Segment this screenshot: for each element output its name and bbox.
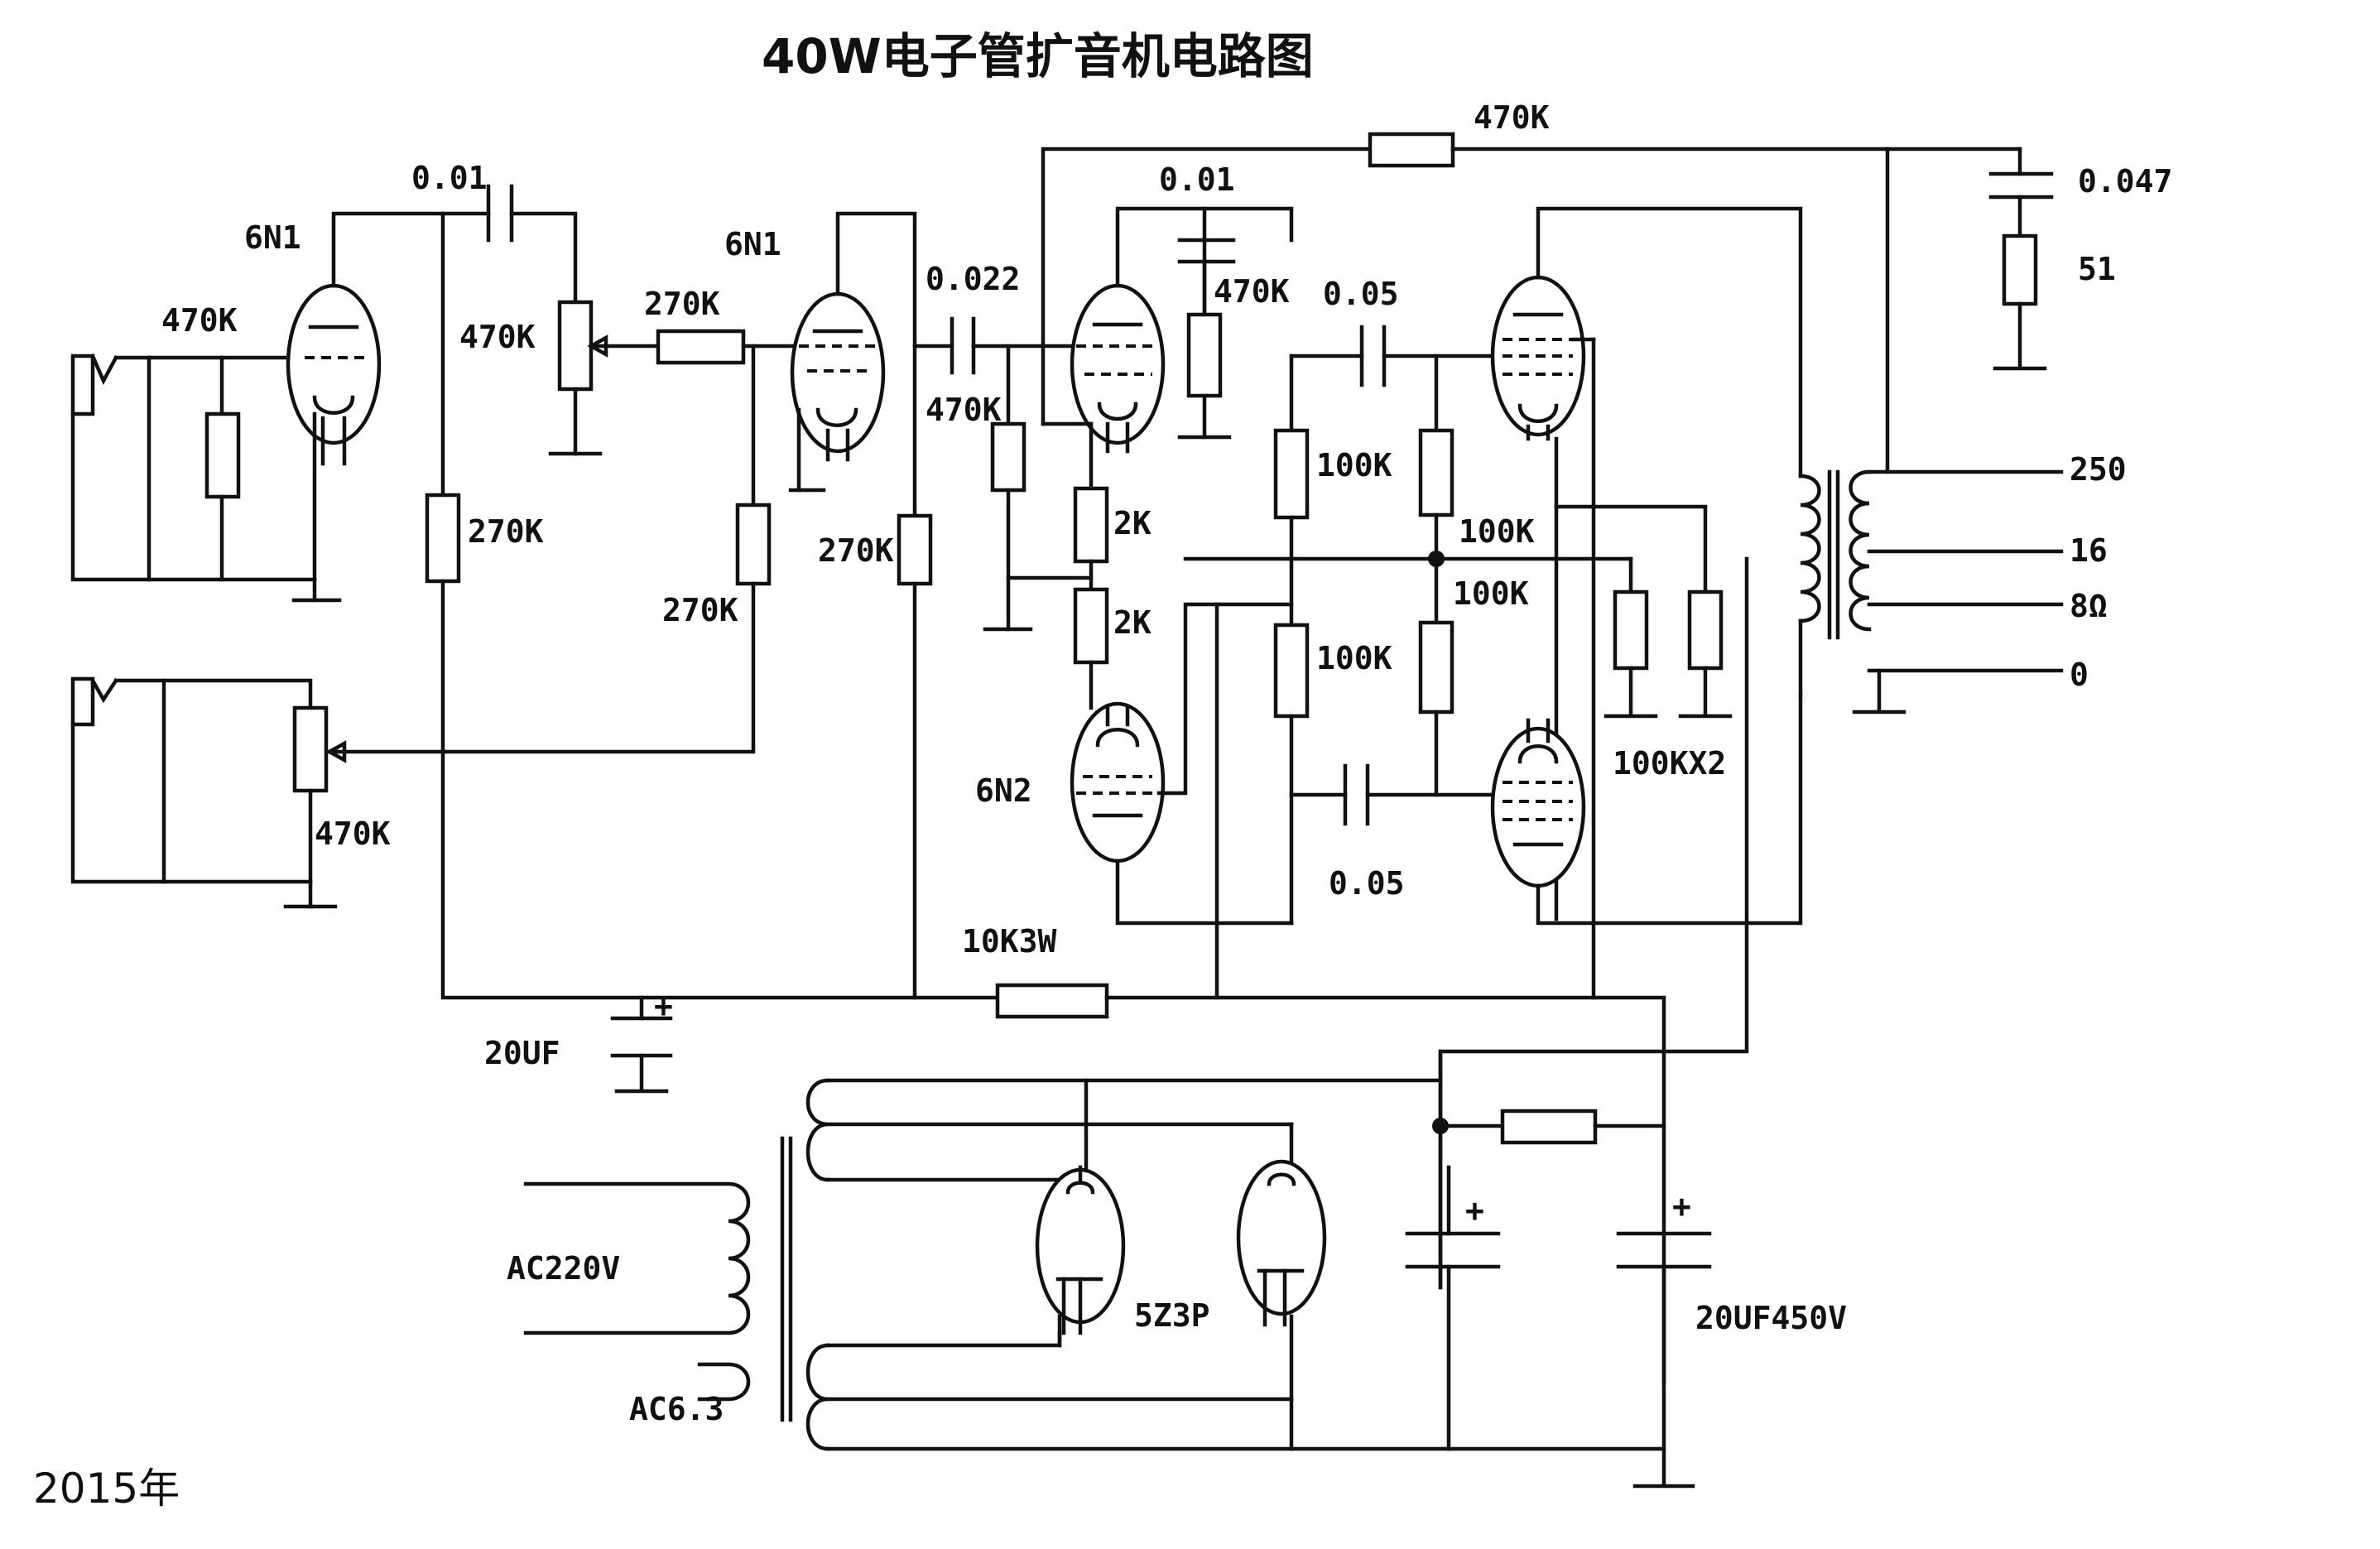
resistor-input-470k	[204, 411, 241, 499]
label-100k-b: 100K	[1316, 640, 1392, 676]
year-label: 2015年	[33, 1465, 180, 1513]
output-tube-bottom	[1490, 718, 1586, 888]
capacitor-20uf450v-a	[1405, 1231, 1501, 1269]
label-100kx2: 100KX2	[1613, 745, 1726, 782]
label-270k-a: 270K	[468, 513, 544, 550]
resistor-270k-plate-2	[897, 513, 933, 586]
label-cap-0.01-a: 0.01	[411, 160, 488, 196]
capacitor-0.047	[1988, 171, 2054, 200]
label-tube-input: 6N1	[244, 219, 301, 256]
output-tap-8ohm: 8Ω	[2070, 588, 2108, 624]
resistor-100k-x2-a	[1613, 589, 1649, 671]
label-pot2-470k: 470K	[315, 815, 391, 852]
input-jack-2	[70, 676, 119, 727]
resistor-270k-plate-1	[425, 493, 461, 584]
tube-6n1-driver	[790, 291, 886, 462]
rectifier-tube-left	[1035, 1167, 1126, 1335]
resistor-10k3w	[995, 983, 1109, 1019]
label-pot-470k: 470K	[459, 319, 536, 355]
plus-cap-a: +	[1465, 1192, 1484, 1229]
resistor-100k-c	[1418, 428, 1454, 517]
resistor-100k-x2-b	[1687, 589, 1724, 671]
label-270k-series: 270K	[644, 286, 720, 322]
resistor-2k-b	[1073, 587, 1109, 665]
resistor-100k-d	[1418, 620, 1454, 714]
label-10k3w: 10K3W	[962, 923, 1057, 960]
resistor-470k-c	[1186, 312, 1223, 398]
label-2k-a: 2K	[1113, 505, 1152, 541]
label-270k-b: 270K	[662, 592, 738, 628]
label-cap-0.047: 0.047	[2078, 163, 2172, 200]
label-cap-0.01-b: 0.01	[1159, 161, 1235, 198]
label-100k-d: 100K	[1453, 575, 1529, 612]
label-100k-a: 100K	[1316, 447, 1392, 483]
label-470k-c: 470K	[1214, 273, 1290, 310]
resistor-470k-grid	[990, 421, 1027, 493]
label-100k-c: 100K	[1459, 513, 1535, 550]
tube-6n1-input	[286, 283, 382, 466]
label-ac220v: AC220V	[507, 1250, 620, 1287]
output-transformer	[1798, 469, 1872, 640]
volume-pot-470k	[557, 300, 594, 392]
capacitor-0.01-splitter	[1177, 238, 1236, 264]
diagram-title: 40W电子管扩音机电路图	[762, 28, 1314, 84]
resistor-feedback-470k	[1368, 132, 1455, 168]
output-tap-0: 0	[2070, 657, 2089, 693]
label-tube-driver: 6N1	[724, 226, 781, 262]
capacitor-0.022	[950, 316, 976, 375]
volume-pot-470k-2	[292, 705, 329, 793]
output-tap-16: 16	[2070, 532, 2108, 569]
label-470k-grid: 470K	[926, 392, 1002, 428]
output-tap-250: 250	[2070, 451, 2127, 488]
tube-6n1-splitter-top	[1070, 283, 1166, 454]
label-20uf450v: 20UF450V	[1695, 1300, 1847, 1336]
capacitor-0.05-top	[1359, 325, 1387, 387]
label-2k-b: 2K	[1113, 604, 1152, 641]
label-ac63: AC6.3	[629, 1391, 724, 1427]
resistor-270k-series	[656, 329, 746, 365]
plus-cap-b: +	[1672, 1188, 1691, 1224]
rectifier-tube-right	[1236, 1159, 1327, 1327]
label-input-470k: 470K	[161, 302, 238, 339]
resistor-ht-choke	[1500, 1109, 1598, 1145]
power-transformer	[523, 1078, 830, 1451]
capacitor-0.05-bottom	[1343, 763, 1370, 826]
plus-20uf: +	[654, 988, 673, 1024]
label-5z3p: 5Z3P	[1134, 1297, 1210, 1334]
capacitor-0.01-input	[486, 184, 514, 243]
label-tube-6n2: 6N2	[975, 772, 1032, 809]
resistor-51	[2002, 233, 2038, 306]
input-jack-1	[70, 354, 119, 416]
label-cap-0.05-a: 0.05	[1323, 276, 1399, 312]
label-20uf: 20UF	[484, 1035, 560, 1071]
resistor-2k-a	[1073, 486, 1109, 564]
label-cap-0.05-b: 0.05	[1329, 865, 1405, 902]
label-51: 51	[2078, 251, 2116, 287]
output-tube-top	[1490, 275, 1586, 441]
label-feedback-470k: 470K	[1474, 99, 1550, 136]
resistor-270k-mix	[735, 503, 772, 586]
resistor-100k-b	[1273, 623, 1310, 719]
label-270k-d: 270K	[818, 532, 894, 569]
resistor-100k-a	[1273, 428, 1310, 520]
tube-6n2	[1070, 701, 1166, 863]
label-cap-0.022: 0.022	[926, 261, 1020, 297]
